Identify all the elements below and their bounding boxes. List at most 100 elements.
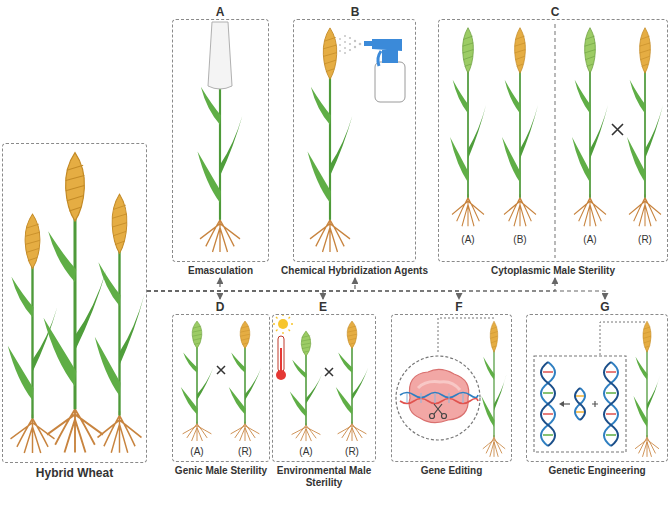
drawing-part: [339, 35, 361, 54]
plant-type-label: (A): [461, 234, 474, 246]
panel-caption: Genetic Engineering: [548, 465, 645, 477]
dashed-frame: [272, 314, 376, 462]
panel-node: FGene Editing: [391, 300, 512, 477]
drawing-part: [450, 28, 486, 227]
drawing-part: [434, 404, 442, 414]
drawing-part: [541, 362, 555, 446]
drawing-part: [336, 321, 368, 441]
drawing-part: [400, 399, 478, 404]
plant-type-label: (R): [638, 234, 652, 246]
drawing-part: [372, 39, 402, 51]
panel-letter: A: [216, 5, 225, 19]
drawing-part: [229, 321, 261, 441]
drawing-part: [575, 388, 585, 420]
connector: [147, 278, 555, 291]
drawing-part: [604, 362, 618, 446]
drawing-part: [502, 28, 538, 227]
drawing-part: [359, 43, 362, 46]
drawing-part: [354, 40, 356, 42]
drawing-part: [276, 370, 286, 380]
panel-letter: G: [600, 300, 609, 314]
drawing-part: [181, 321, 213, 441]
connector: [147, 278, 355, 291]
dashed-frame: [172, 19, 269, 262]
drawing-part: [354, 46, 356, 48]
drawing-part: [442, 414, 447, 419]
drawing-part: [634, 321, 661, 457]
drawing-part: [273, 314, 293, 334]
drawing-part: [572, 28, 608, 227]
drawing-part: [339, 44, 341, 46]
hybrid-wheat-plants: [8, 153, 145, 453]
drawing-part: [349, 43, 351, 45]
panel-letter: F: [455, 300, 462, 314]
drawing-part: [541, 362, 618, 446]
panel-node: G Genetic Engineering: [526, 300, 668, 477]
dashed-frame: [438, 19, 668, 262]
dashed-frame: [391, 314, 512, 462]
drawing-part: [576, 396, 584, 412]
panel-letter: B: [351, 5, 360, 19]
drawing-part: [364, 41, 373, 46]
drawing-part: [375, 62, 405, 102]
drawing-part: [612, 124, 623, 135]
panel-node: BChemical Hybridization Agents: [281, 5, 428, 277]
drawing-part: [534, 356, 626, 452]
connector: [147, 278, 220, 291]
drawing-part: [308, 28, 353, 252]
drawing-part: [600, 322, 645, 356]
drawing-part: [378, 51, 381, 66]
drawing-part: [344, 47, 346, 49]
drawing-part: [95, 194, 145, 453]
panel-node: A Emasculation: [172, 5, 269, 277]
panel-letter: D: [216, 300, 225, 314]
drawing-part: [278, 319, 288, 329]
panel-caption: Environmental Male Sterility: [272, 465, 376, 489]
plant-type-label: (B): [513, 234, 526, 246]
dashed-frame: [526, 314, 668, 462]
drawing-part: [325, 368, 333, 376]
gene-editing-figure: [396, 318, 507, 457]
connector: [147, 291, 605, 299]
drawing-part: [418, 382, 460, 390]
drawing-part: [554, 24, 555, 258]
drawing-part: [396, 356, 480, 440]
drawing-part: [339, 38, 341, 40]
drawing-part: [543, 393, 616, 435]
drawing-part: [430, 414, 435, 419]
drawing-part: [592, 401, 598, 407]
drawing-part: [400, 393, 478, 398]
plant-type-label: (R): [345, 446, 359, 458]
connector: [147, 291, 220, 299]
panel-caption: Emasculation: [188, 265, 253, 277]
drawing-part: [349, 49, 351, 51]
drawing-part: [481, 321, 506, 457]
genetic-engineering-figure: [534, 321, 661, 457]
drawing-part: [559, 401, 564, 407]
plant-type-label: (A): [299, 446, 312, 458]
drawing-part: [409, 369, 469, 422]
drawing-part: [217, 366, 225, 374]
drawing-part: [541, 362, 555, 446]
drawing-part: [627, 28, 663, 227]
panel-caption: Cytoplasmic Male Sterility: [491, 265, 615, 277]
drawing-part: [208, 22, 232, 89]
emasculation-plant: [198, 22, 243, 252]
drawing-part: [44, 153, 107, 453]
panel-node: DGenic Male Sterility: [172, 300, 270, 477]
drawing-part: [339, 50, 341, 52]
dashed-frame: [172, 314, 270, 462]
drawing-part: [575, 388, 585, 420]
cms-plants: [450, 24, 663, 258]
panel-node: Hybrid Wheat: [2, 143, 147, 480]
plant-type-label: (A): [190, 446, 203, 458]
drawing-part: [382, 50, 398, 63]
drawing-part: [543, 372, 616, 435]
drawing-part: [407, 393, 463, 403]
connector: [147, 291, 323, 299]
panel-letter: C: [551, 5, 560, 19]
panel-caption: Hybrid Wheat: [36, 466, 113, 480]
